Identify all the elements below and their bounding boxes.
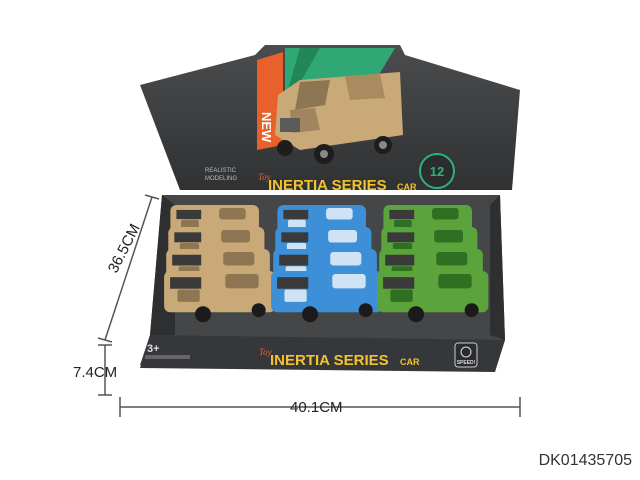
toy-jeep-blue	[271, 271, 383, 323]
depth-dimension-line	[98, 344, 112, 396]
speed-label: SPEED!	[457, 360, 476, 366]
speed-icon: SPEED!	[454, 342, 478, 368]
width-dimension-label: 40.1CM	[290, 399, 343, 416]
sku-label: DK01435705	[538, 452, 632, 469]
badge-number: 12	[430, 164, 444, 179]
depth-dimension-label: 7.4CM	[73, 364, 118, 381]
modeling-label: MODELING	[205, 176, 237, 182]
front-series-prefix: Toy	[259, 347, 272, 357]
new-badge: NEW	[259, 112, 274, 143]
toy-jeep-tan	[164, 271, 276, 323]
header-series-title: INERTIA SERIES	[268, 177, 387, 194]
toy-jeep-green	[377, 271, 489, 323]
warning-text-block	[145, 355, 190, 359]
series-prefix: Toy	[258, 172, 271, 182]
header-series-suffix: CAR	[397, 182, 417, 192]
front-series-title: INERTIA SERIES	[270, 352, 389, 369]
width-dimension-line	[119, 397, 521, 417]
age-label: 3+	[147, 343, 160, 355]
realistic-label: REALISTIC	[205, 168, 237, 174]
front-series-suffix: CAR	[400, 357, 420, 367]
height-dimension-line	[97, 194, 160, 343]
tray-front-lip	[140, 335, 505, 372]
badge-12-icon: 12	[419, 153, 455, 189]
header-jeep-image	[275, 72, 403, 164]
tray-jeep-grid	[164, 205, 489, 323]
